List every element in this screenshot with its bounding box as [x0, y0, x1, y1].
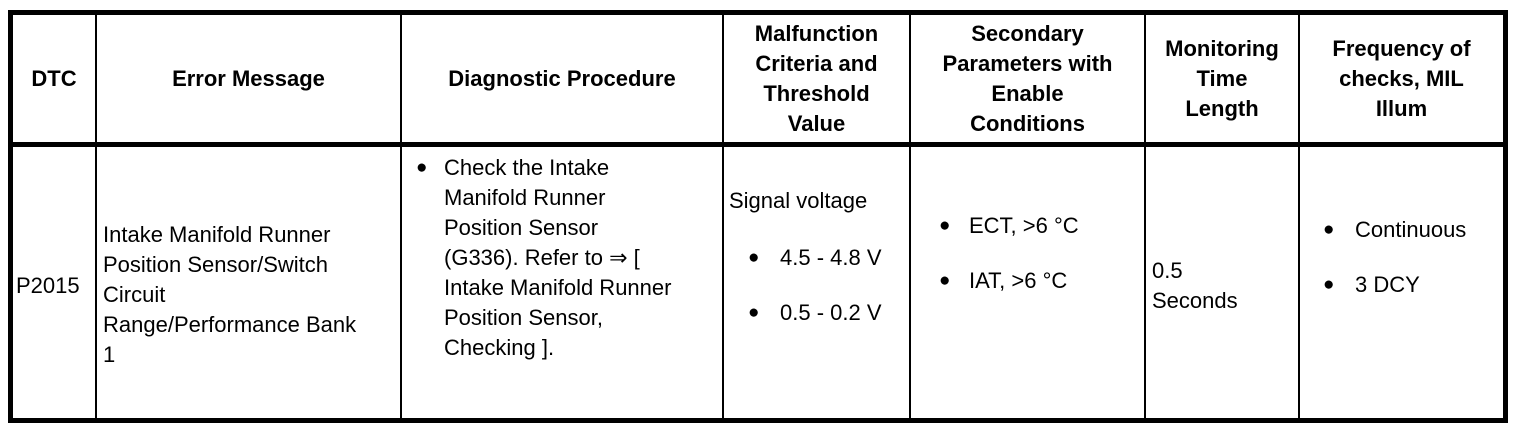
header-cell-secondary-parameters: Secondary Parameters with Enable Conditi…: [911, 15, 1146, 142]
list-item: ● Check the Intake Manifold Runner Posit…: [416, 153, 718, 363]
bullet-icon: ●: [748, 302, 760, 323]
malfunction-criteria-list: ● 4.5 - 4.8 V ● 0.5 - 0.2 V: [729, 243, 907, 328]
cell-malfunction-criteria: Signal voltage ● 4.5 - 4.8 V ● 0.5 - 0.2…: [724, 147, 911, 418]
diagnostic-procedure-list: ● Check the Intake Manifold Runner Posit…: [402, 153, 718, 363]
list-item: ● 3 DCY: [1323, 270, 1501, 300]
header-cell-malfunction-criteria: Malfunction Criteria and Threshold Value: [724, 15, 911, 142]
cell-secondary-parameters: ● ECT, >6 °C ● IAT, >6 °C: [911, 147, 1146, 418]
header-cell-error-message: Error Message: [97, 15, 402, 142]
list-item: ● IAT, >6 °C: [939, 266, 1142, 296]
threshold-value: 4.5 - 4.8 V: [780, 245, 882, 270]
bullet-icon: ●: [416, 157, 428, 178]
header-cell-dtc: DTC: [13, 15, 97, 142]
header-row: DTC Error Message Diagnostic Procedure M…: [13, 15, 1503, 147]
table-row: P2015 Intake Manifold Runner Position Se…: [13, 147, 1503, 418]
error-message-text: Intake Manifold Runner Position Sensor/S…: [103, 222, 357, 367]
header-cell-monitoring-time: Monitoring Time Length: [1146, 15, 1300, 142]
monitoring-time-text: 0.5 Seconds: [1152, 258, 1238, 313]
cell-monitoring-time: 0.5 Seconds: [1146, 147, 1300, 418]
cell-frequency-of-checks: ● Continuous ● 3 DCY: [1300, 147, 1503, 418]
malfunction-criteria-label: Signal voltage: [729, 188, 868, 213]
cell-dtc: P2015: [13, 147, 97, 418]
dtc-table: DTC Error Message Diagnostic Procedure M…: [8, 10, 1508, 423]
header-cell-diagnostic-procedure: Diagnostic Procedure: [402, 15, 724, 142]
frequency-value: Continuous: [1355, 217, 1467, 242]
bullet-icon: ●: [939, 215, 951, 236]
bullet-icon: ●: [939, 270, 951, 291]
enable-condition: IAT, >6 °C: [969, 268, 1068, 293]
cell-error-message: Intake Manifold Runner Position Sensor/S…: [97, 147, 402, 418]
list-item: ● 4.5 - 4.8 V: [748, 243, 907, 273]
list-item: ● ECT, >6 °C: [939, 211, 1142, 241]
cell-diagnostic-procedure: ● Check the Intake Manifold Runner Posit…: [402, 147, 724, 418]
threshold-value: 0.5 - 0.2 V: [780, 300, 882, 325]
list-item: ● Continuous: [1323, 215, 1501, 245]
secondary-parameters-list: ● ECT, >6 °C ● IAT, >6 °C: [911, 211, 1142, 296]
header-cell-frequency-of-checks: Frequency of checks, MIL Illum: [1332, 35, 1471, 121]
dtc-code: P2015: [16, 273, 80, 298]
list-item: ● 0.5 - 0.2 V: [748, 298, 907, 328]
bullet-icon: ●: [748, 247, 760, 268]
enable-condition: ECT, >6 °C: [969, 213, 1079, 238]
diagnostic-procedure-text: Check the Intake Manifold Runner Positio…: [444, 155, 672, 360]
frequency-value: 3 DCY: [1355, 272, 1420, 297]
bullet-icon: ●: [1323, 274, 1335, 295]
frequency-of-checks-list: ● Continuous ● 3 DCY: [1300, 215, 1501, 300]
bullet-icon: ●: [1323, 219, 1335, 240]
